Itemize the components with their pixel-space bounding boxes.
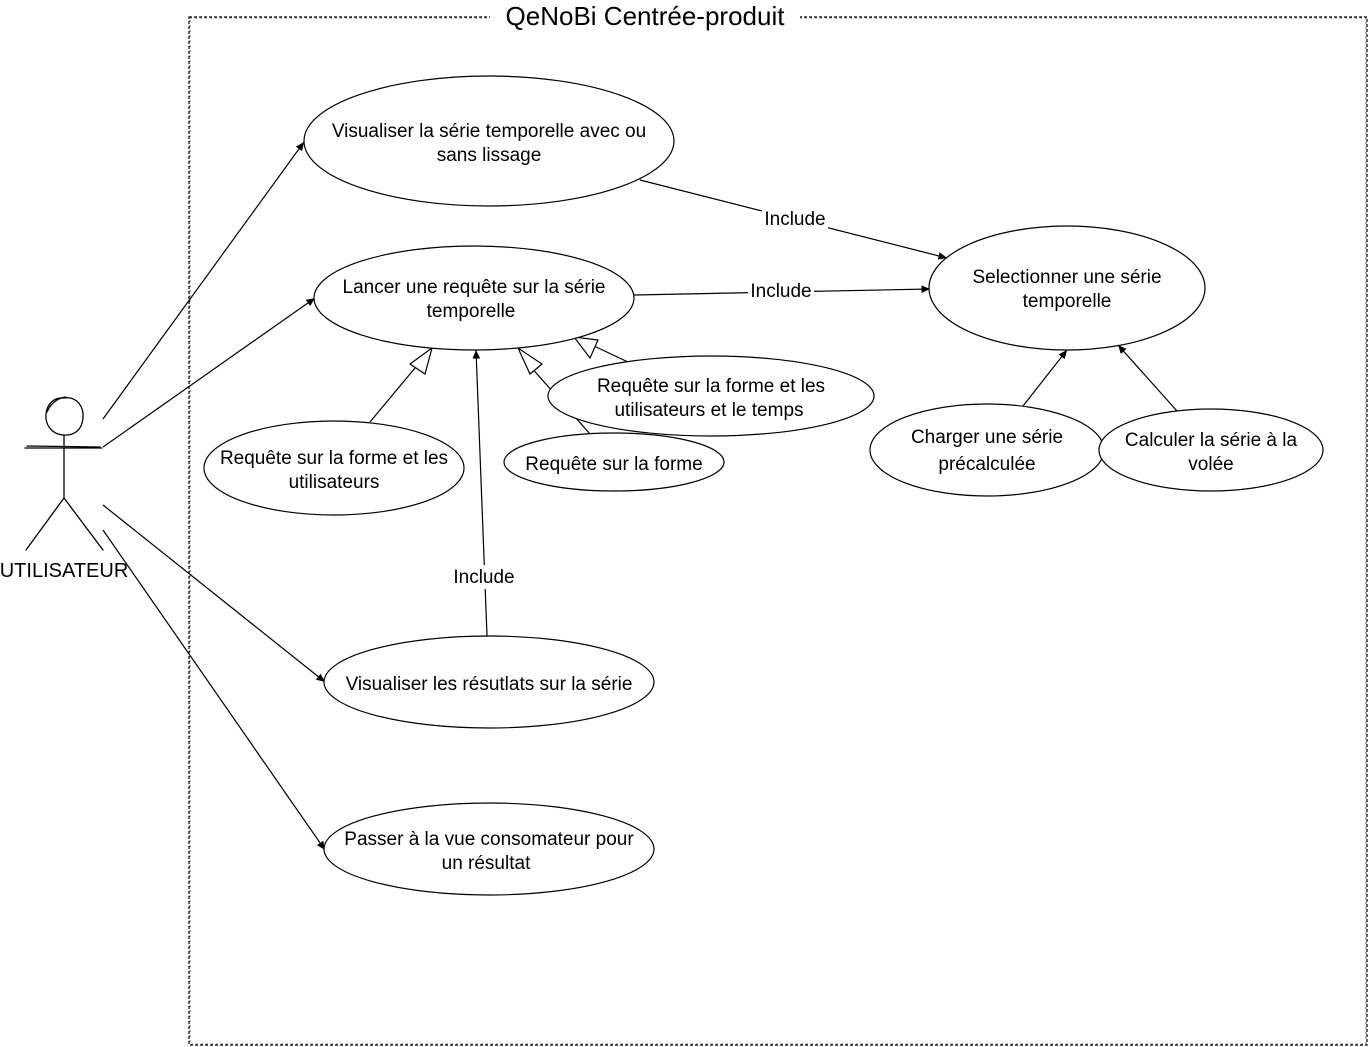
use-case-label: Requête sur la forme [525,454,702,475]
assoc-lancer-requete [102,297,316,448]
actor-head-icon [45,397,84,436]
include-resultats-lancer [472,349,488,637]
include-label: Include [750,281,811,302]
use-case-label: Visualiser la série temporelle avec ou [332,121,646,142]
include-label: Include [453,567,514,588]
use-case-label: volée [1188,454,1233,475]
actor-arms [24,445,103,449]
use-case-label: utilisateurs [289,472,380,493]
include-label: Include [764,209,825,230]
use-case-label: Selectionner une série [972,267,1161,288]
actor-utilisateur[interactable]: UTILISATEUR [0,396,128,582]
actor-associations [102,141,326,851]
gen-calculer-serie [1117,344,1178,412]
use-case-calculer-serie[interactable]: Calculer la série à la volée [1098,408,1324,492]
use-case-label: temporelle [1023,291,1112,312]
use-case-label: Visualiser les résutlats sur la série [346,674,633,695]
assoc-visualiser-resultats [102,504,326,683]
use-case-label: Calculer la série à la [1125,430,1298,451]
use-case-requete-forme[interactable]: Requête sur la forme [503,432,725,492]
include-relations: Include Include Include [451,179,948,637]
use-case-requete-forme-utilisateurs[interactable]: Requête sur la forme et les utilisateurs [203,420,465,516]
gen-forme-utilisateurs-temps [593,345,629,363]
actor-label: UTILISATEUR [0,560,128,582]
use-case-label: temporelle [427,301,516,322]
use-case-label: un résultat [442,853,531,874]
use-case-label: précalculée [938,454,1035,475]
actor-legs [25,497,104,551]
use-case-lancer-requete[interactable]: Lancer une requête sur la série temporel… [313,245,635,351]
use-case-requete-forme-utilisateurs-temps[interactable]: Requête sur la forme et les utilisateurs… [547,355,875,437]
use-case-label: sans lissage [437,145,542,166]
use-case-label: Requête sur la forme et les [220,448,448,469]
gen-charger-serie [1022,349,1068,407]
use-case-selectionner-serie[interactable]: Selectionner une série temporelle [928,225,1206,351]
use-case-visualiser-resultats[interactable]: Visualiser les résutlats sur la série [323,635,655,729]
system-boundary: QeNoBi Centrée-produit [188,1,1368,1046]
use-case-passer-vue[interactable]: Passer à la vue consomateur pour un résu… [323,802,655,896]
use-case-label: utilisateurs et le temps [614,400,803,421]
use-case-label: Lancer une requête sur la série [343,277,606,298]
use-case-visualiser-serie[interactable]: Visualiser la série temporelle avec ou s… [303,75,675,207]
use-case-label: Charger une série [911,427,1063,448]
gen-forme-utilisateurs [369,361,421,423]
system-title: QeNoBi Centrée-produit [506,1,786,31]
assoc-visualiser-serie [102,141,305,420]
use-case-charger-serie[interactable]: Charger une série précalculée [869,403,1105,497]
use-case-label: Passer à la vue consomateur pour [344,829,634,850]
assoc-passer-vue [102,529,326,851]
use-case-label: Requête sur la forme et les [597,376,825,397]
